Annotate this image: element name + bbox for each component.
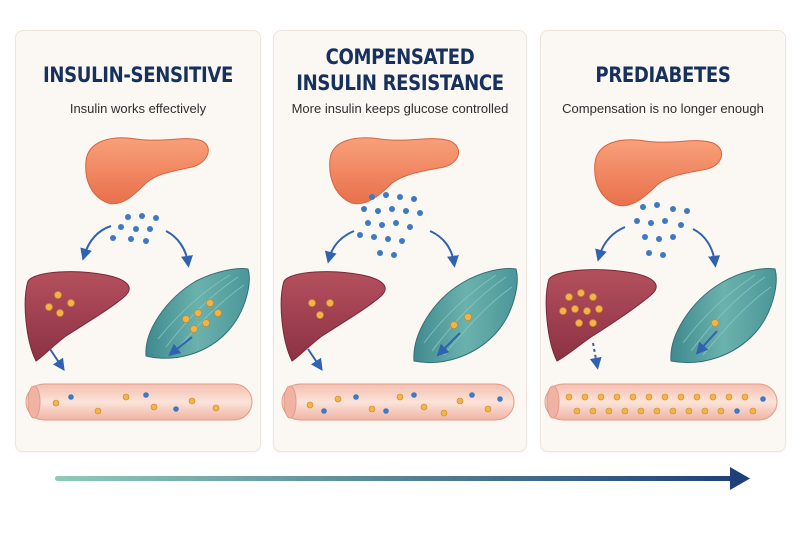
pancreas-icon bbox=[594, 139, 722, 207]
glucose-in-muscle bbox=[182, 299, 222, 333]
stage-title: PREDIABETES bbox=[595, 63, 731, 87]
flow-arrow bbox=[595, 226, 626, 262]
stage-title: INSULIN-SENSITIVE bbox=[42, 63, 234, 87]
pancreas-icon bbox=[85, 137, 209, 205]
glucose-uptake-arrow bbox=[695, 330, 718, 355]
vessel-glucose bbox=[52, 393, 220, 415]
glucose-in-liver bbox=[559, 289, 603, 327]
stage-panel-prediabetes: PREDIABETES Compensation is no longer en… bbox=[540, 30, 786, 452]
muscle-icon bbox=[670, 268, 777, 364]
stage-subtitle: Compensation is no longer enough bbox=[562, 101, 764, 116]
flow-arrow bbox=[80, 225, 112, 261]
stage-illustration bbox=[544, 139, 778, 421]
stage-panel-insulin-sensitive: INSULIN-SENSITIVE Insulin works effectiv… bbox=[15, 30, 261, 452]
vessel-insulin bbox=[734, 396, 766, 414]
glucose-output-arrow bbox=[589, 342, 602, 370]
vessel-insulin bbox=[68, 392, 179, 412]
stage-panel-compensated-insulin-resistance: COMPENSATED INSULIN RESISTANCE More insu… bbox=[273, 30, 527, 452]
liver-icon bbox=[280, 271, 386, 362]
stage-title-line-1: COMPENSATED bbox=[325, 45, 475, 69]
glucose-in-muscle bbox=[711, 319, 719, 327]
flow-arrow bbox=[324, 230, 355, 264]
stage-illustration bbox=[24, 137, 253, 421]
vessel-insulin bbox=[321, 392, 503, 414]
stage-subtitle: More insulin keeps glucose controlled bbox=[291, 101, 509, 116]
flow-arrow bbox=[165, 230, 193, 268]
flow-arrow bbox=[692, 228, 721, 268]
stage-title-line-2: INSULIN RESISTANCE bbox=[296, 71, 504, 95]
glucose-output-arrow bbox=[307, 348, 323, 371]
glucose-uptake-arrow bbox=[168, 336, 193, 356]
liver-icon bbox=[545, 269, 657, 362]
blood-vessel-icon bbox=[25, 383, 253, 421]
insulin-dots bbox=[110, 213, 159, 244]
glucose-in-muscle bbox=[450, 313, 472, 329]
blood-vessel-icon bbox=[281, 383, 515, 421]
stage-illustration bbox=[280, 137, 518, 421]
vessel-glucose bbox=[565, 393, 757, 415]
glucose-in-liver bbox=[308, 299, 334, 319]
flow-arrow bbox=[429, 230, 459, 268]
pancreas-icon bbox=[329, 137, 459, 205]
glucose-output-arrow bbox=[49, 348, 65, 371]
insulin-dots bbox=[634, 202, 690, 258]
insulin-dots bbox=[357, 192, 423, 258]
liver-icon bbox=[24, 271, 130, 362]
vessel-glucose bbox=[306, 393, 492, 417]
stage-subtitle: Insulin works effectively bbox=[69, 101, 207, 116]
glucose-uptake-arrow bbox=[436, 332, 461, 357]
glucose-in-liver bbox=[45, 291, 75, 317]
blood-vessel-icon bbox=[544, 383, 778, 421]
